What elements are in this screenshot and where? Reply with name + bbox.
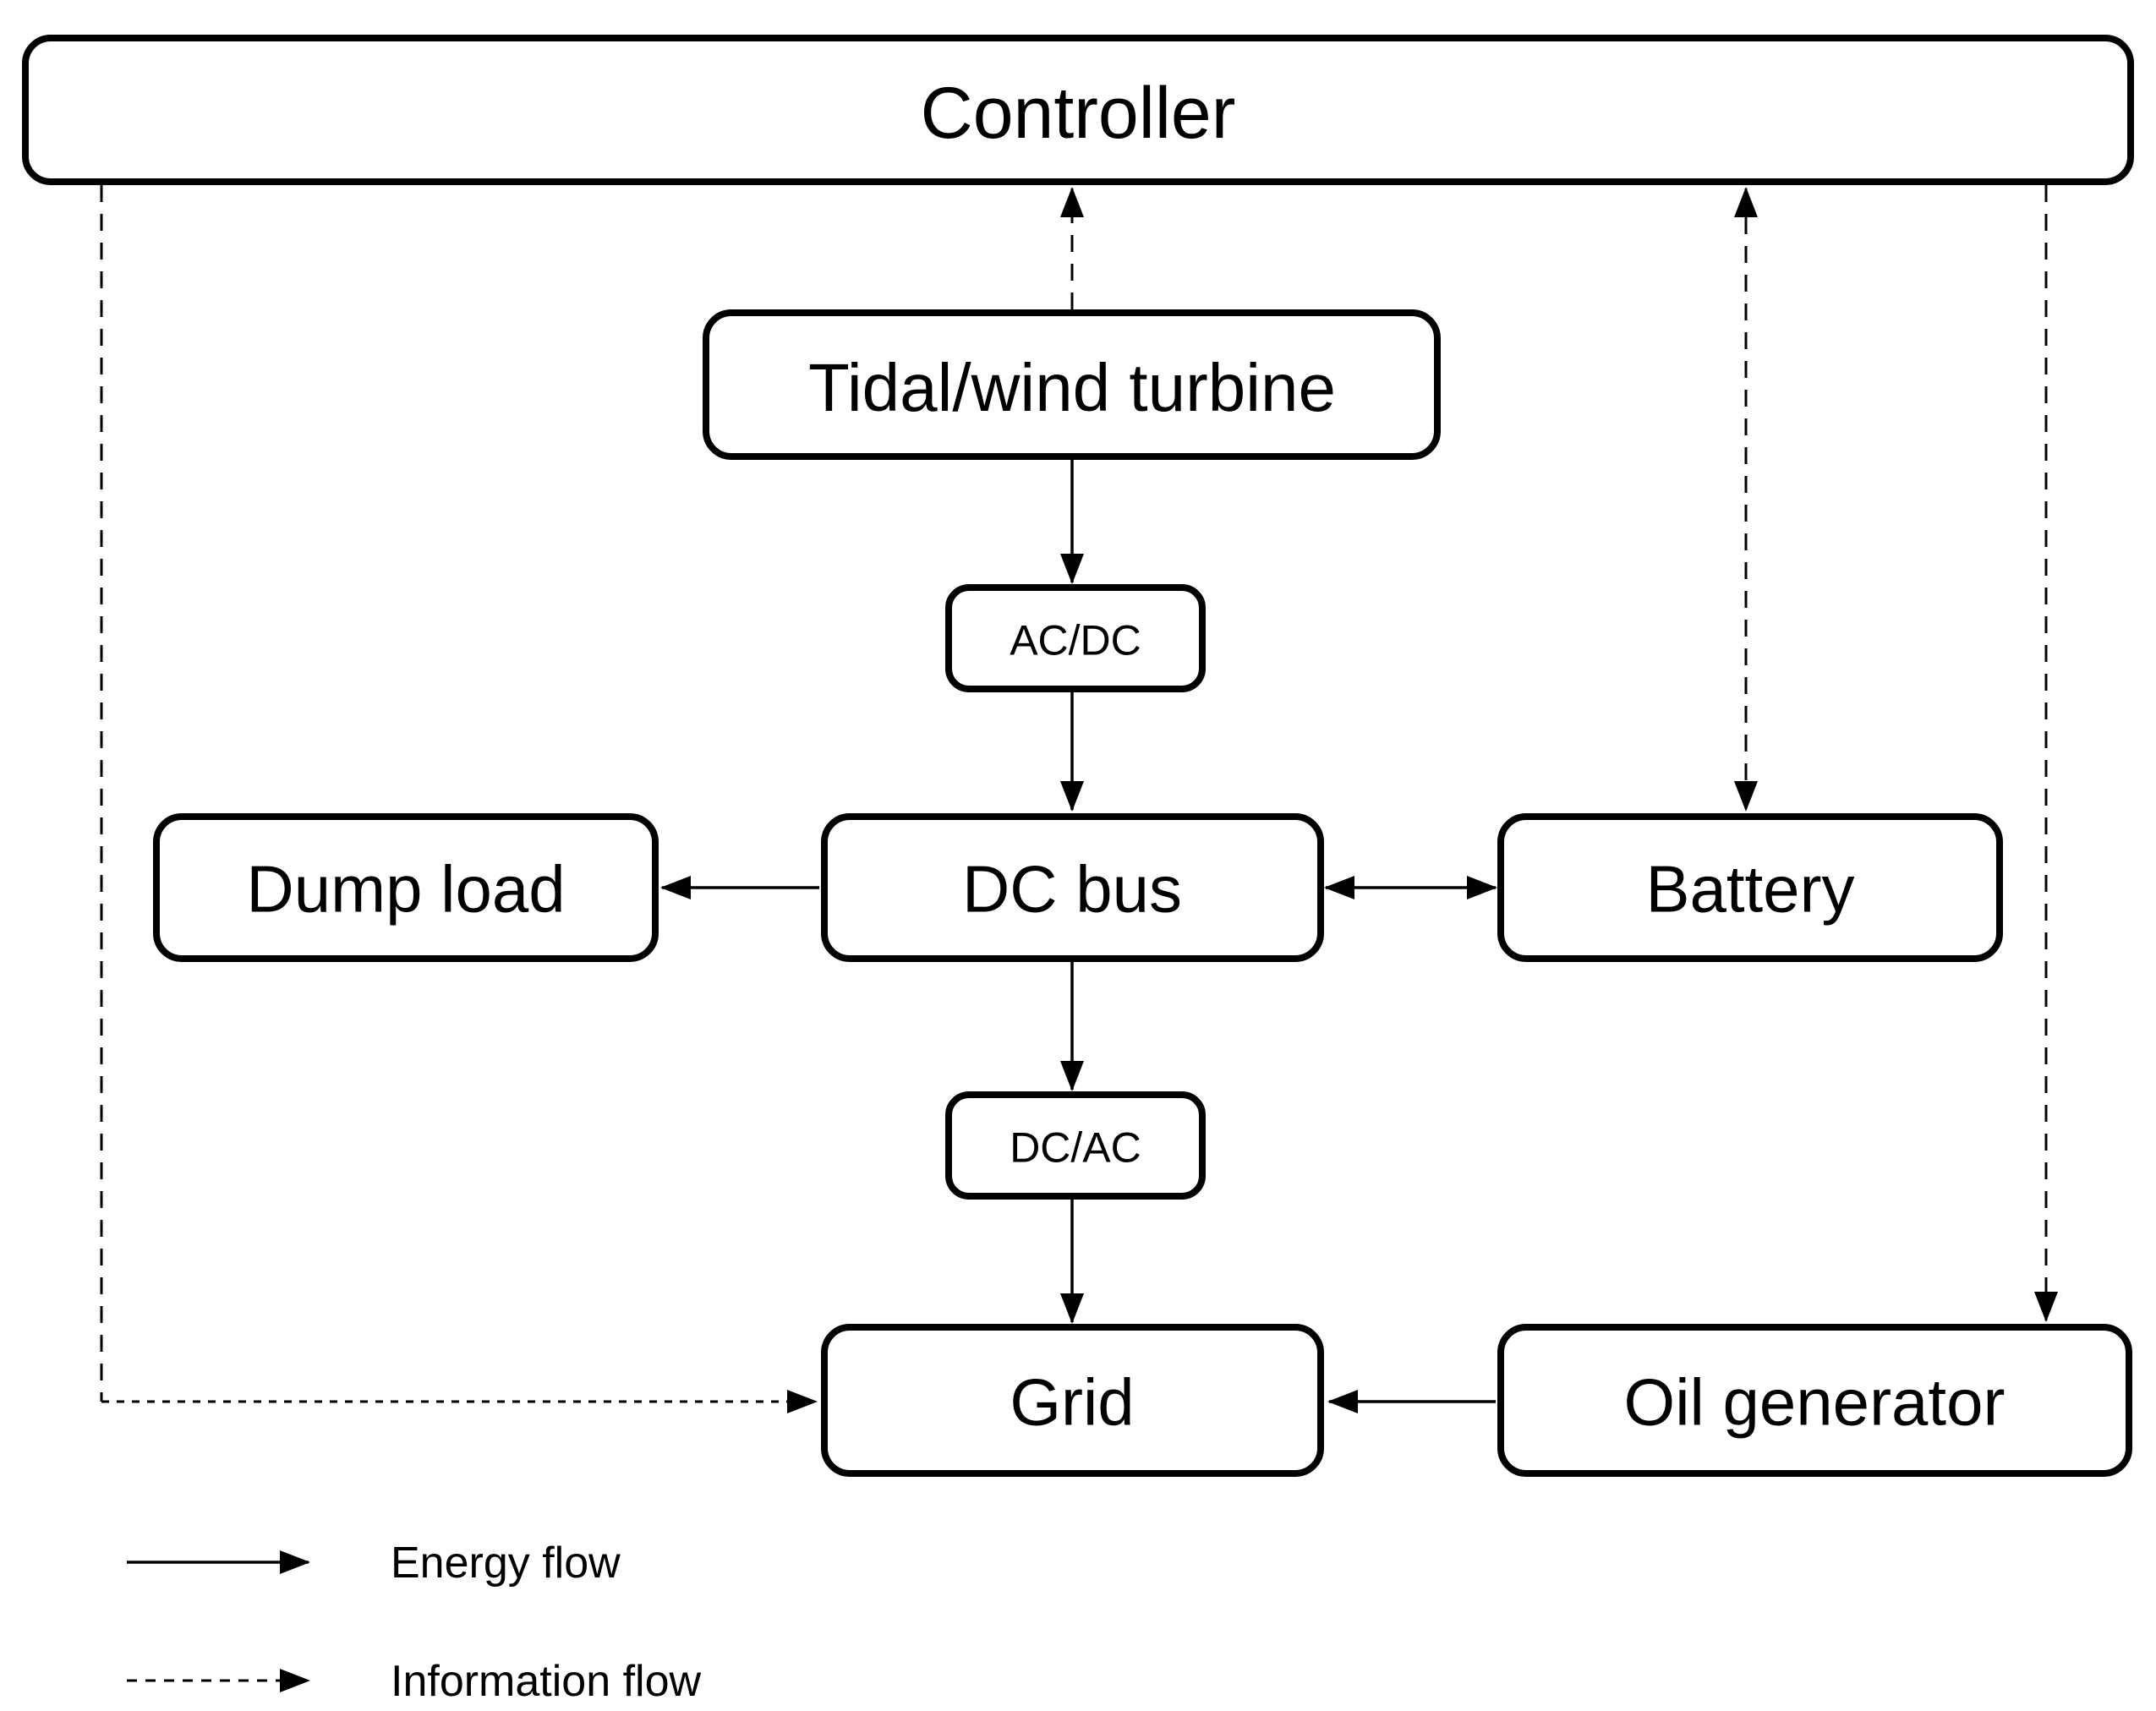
legend-information-flow-label: Information flow — [391, 1657, 701, 1706]
node-dc-ac-converter: DC/AC — [945, 1091, 1206, 1200]
node-grid: Grid — [821, 1324, 1324, 1477]
legend-information-flow-item: Information flow — [127, 1657, 701, 1706]
dc-ac-label: DC/AC — [1010, 1124, 1141, 1172]
grid-label: Grid — [1010, 1364, 1134, 1439]
node-battery: Battery — [1497, 813, 2003, 962]
node-dump-load: Dump load — [153, 813, 659, 962]
tidal-wind-turbine-label: Tidal/wind turbine — [808, 350, 1336, 425]
dump-load-box — [153, 813, 659, 962]
tidal-wind-turbine-box — [703, 309, 1441, 460]
dc-bus-box — [821, 813, 1324, 962]
controller-label: Controller — [921, 73, 1236, 154]
ac-dc-box — [945, 584, 1206, 692]
oil-generator-label: Oil generator — [1624, 1364, 2006, 1439]
node-dc-bus: DC bus — [821, 813, 1324, 962]
dc-ac-box — [945, 1091, 1206, 1200]
battery-box — [1497, 813, 2003, 962]
grid-box — [821, 1324, 1324, 1477]
legend: Energy flow Information flow — [127, 1539, 701, 1706]
dump-load-label: Dump load — [246, 851, 565, 926]
node-oil-generator: Oil generator — [1497, 1324, 2132, 1477]
node-tidal-wind-turbine: Tidal/wind turbine — [703, 309, 1441, 460]
oil-generator-box — [1497, 1324, 2132, 1477]
battery-label: Battery — [1645, 851, 1854, 926]
node-controller: Controller — [22, 35, 2134, 185]
legend-energy-flow-label: Energy flow — [391, 1539, 621, 1588]
legend-energy-flow-item: Energy flow — [127, 1539, 621, 1588]
controller-box — [22, 35, 2134, 185]
node-ac-dc-converter: AC/DC — [945, 584, 1206, 692]
ac-dc-label: AC/DC — [1010, 617, 1141, 664]
dc-bus-label: DC bus — [962, 851, 1182, 926]
